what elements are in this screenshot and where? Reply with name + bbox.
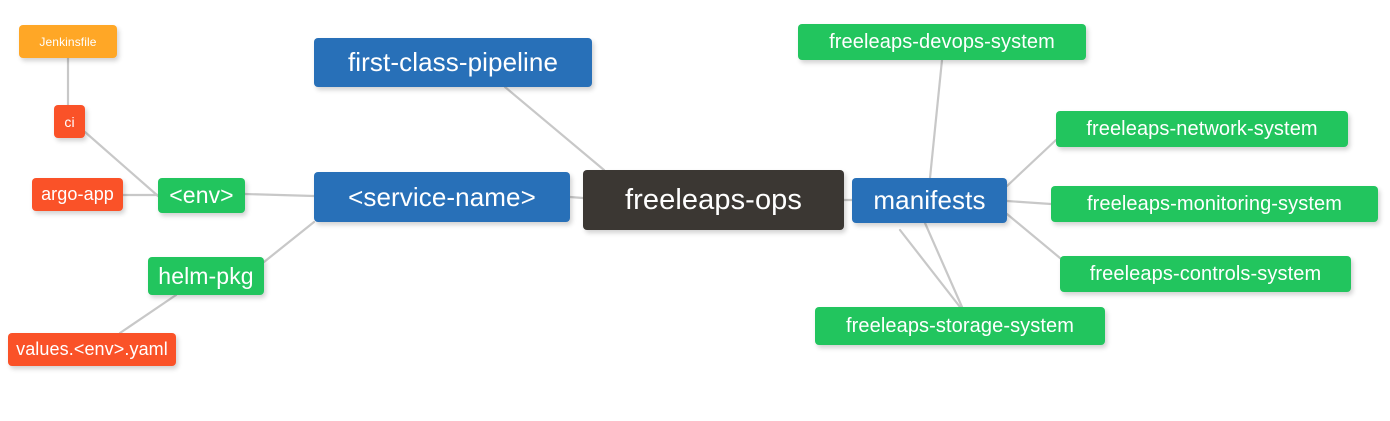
node-values-yaml[interactable]: values.<env>.yaml <box>8 333 176 366</box>
node-devops-system[interactable]: freeleaps-devops-system <box>798 24 1086 60</box>
node-manifests[interactable]: manifests <box>852 178 1007 223</box>
edge-manifests-to-storage-system <box>923 221 964 309</box>
edge-env-to-service-name <box>243 192 316 198</box>
edge-manifests-to-monitoring-system <box>1005 199 1053 206</box>
node-env[interactable]: <env> <box>158 178 245 213</box>
edge-service-name-to-helm-pkg <box>262 220 316 264</box>
edge-helm-pkg-to-values-yaml <box>118 293 178 335</box>
node-network-system[interactable]: freeleaps-network-system <box>1056 111 1348 147</box>
node-storage-system[interactable]: freeleaps-storage-system <box>815 307 1105 345</box>
node-first-class[interactable]: first-class-pipeline <box>314 38 592 87</box>
node-ci[interactable]: ci <box>54 105 85 138</box>
node-freeleaps-ops[interactable]: freeleaps-ops <box>583 170 844 230</box>
node-jenkinsfile[interactable]: Jenkinsfile <box>19 25 117 58</box>
node-monitoring-system[interactable]: freeleaps-monitoring-system <box>1051 186 1378 222</box>
node-helm-pkg[interactable]: helm-pkg <box>148 257 264 295</box>
edge-manifests-to-network-system <box>1005 138 1058 188</box>
edge-manifests-to-devops-system <box>928 58 944 180</box>
node-argo-app[interactable]: argo-app <box>32 178 123 211</box>
edge-freeleaps-ops-to-storage-system <box>898 228 962 309</box>
node-controls-system[interactable]: freeleaps-controls-system <box>1060 256 1351 292</box>
node-service-name[interactable]: <service-name> <box>314 172 570 222</box>
edge-service-name-to-freeleaps-ops <box>568 195 585 200</box>
edge-first-class-to-freeleaps-ops <box>503 85 606 172</box>
